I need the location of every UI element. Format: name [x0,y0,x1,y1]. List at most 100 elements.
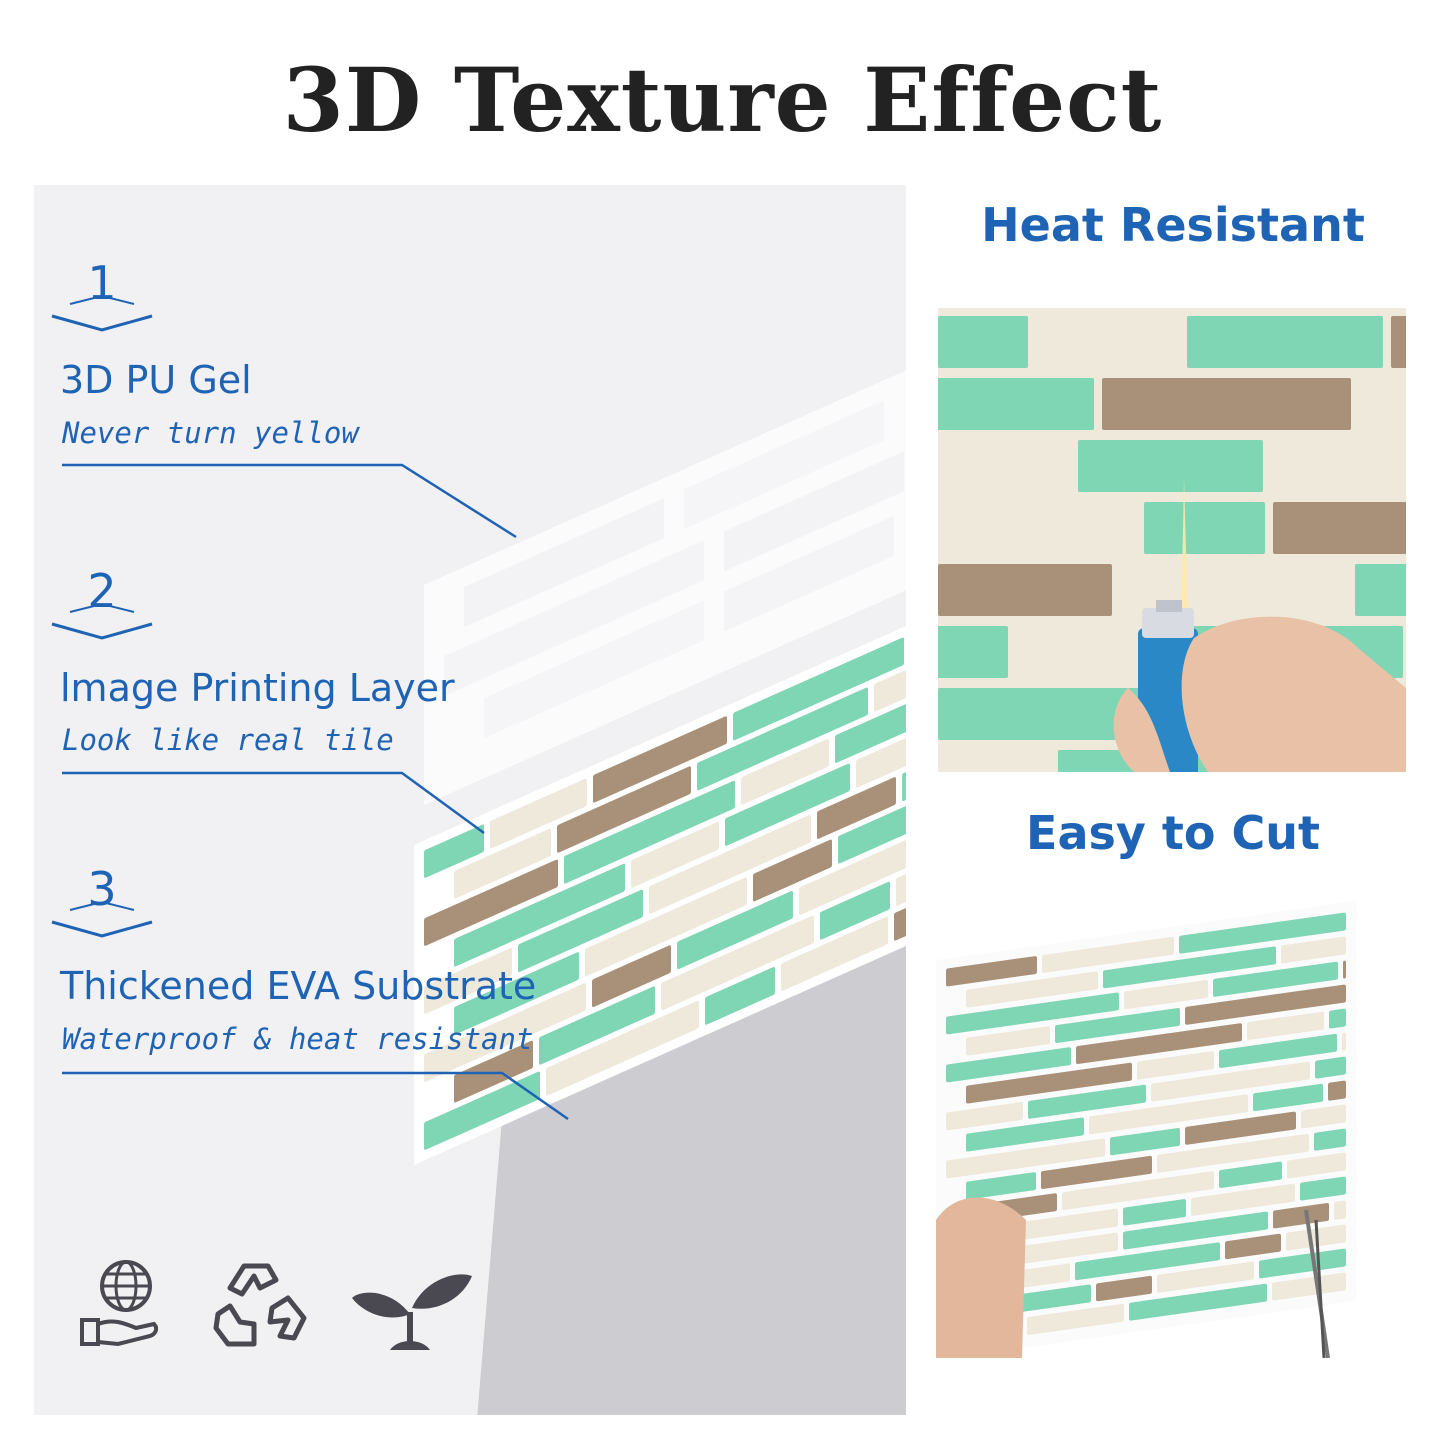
tile [1137,1051,1214,1080]
tile [946,1102,1023,1131]
tile [1329,1008,1346,1029]
tile [946,992,1119,1035]
step-marker-3: 3 [50,862,154,938]
tile [820,881,890,940]
tile [966,1026,1050,1056]
tile [592,945,671,1008]
tile [631,821,719,888]
tile [1219,1033,1337,1068]
tile [1123,1211,1268,1250]
tile [1247,1011,1324,1041]
tile [1027,1303,1124,1335]
tile [557,766,691,853]
step-marker-1: 1 [50,256,154,332]
tile [1014,1232,1118,1265]
tile [938,378,1094,430]
pointer-line-3 [62,1071,569,1121]
hand-icon [1181,616,1406,772]
tile [733,637,904,741]
heat-resistant-heading: Heat Resistant [981,198,1365,252]
tile [1191,1183,1295,1216]
tile [1287,1152,1346,1179]
tile [697,687,868,791]
layer-1-name: 3D PU Gel [60,358,252,402]
tile [593,716,727,803]
tile [1334,1200,1346,1220]
tile [1185,1111,1296,1145]
tile [1355,564,1406,616]
tile [1028,1084,1146,1119]
layer-3-name: Thickened EVA Substrate [60,964,537,1008]
tile [799,832,906,915]
tile [856,730,906,788]
tile [1078,440,1263,492]
tile [564,780,735,884]
tile [966,1117,1084,1152]
easy-to-cut-heading: Easy to Cut [1026,806,1320,860]
tile [1089,1094,1248,1135]
tile [1343,960,1346,979]
tile [539,986,655,1065]
tile [817,777,896,839]
tile [1041,1155,1152,1189]
holding-hand-icon [936,1197,1026,1358]
tile [1315,1056,1346,1079]
tile [424,1071,540,1150]
tile [424,859,558,946]
layer-1-desc: Never turn yellow [62,416,359,450]
tile [1314,1128,1346,1151]
tile [896,866,906,906]
tile [1110,1127,1180,1156]
tile [1253,1083,1323,1112]
tile [1096,1275,1152,1302]
tile [1301,1104,1346,1129]
tile [938,316,1028,368]
tile [518,889,643,972]
layer-diagram-panel [34,185,906,1415]
tile [938,502,1136,554]
tile [741,738,829,805]
tile [966,1062,1132,1104]
tile [1273,502,1406,554]
tile [1391,316,1406,368]
recycle-icon [213,1263,307,1347]
tile [946,1138,1105,1179]
tile [454,1040,533,1103]
tile [1042,936,1174,973]
step-marker-2: 2 [50,564,154,640]
tile [1225,1233,1281,1260]
tile [677,890,793,970]
layer-3-desc: Waterproof & heat resistant [62,1022,534,1056]
tile [1055,1007,1180,1044]
tile [424,983,586,1082]
tile [424,824,484,878]
tile [1129,1283,1267,1321]
tile [938,688,1154,740]
tile [1123,1199,1186,1226]
tile [946,956,1037,987]
tile [938,750,1050,772]
tile [1271,440,1406,492]
tile [1185,984,1346,1025]
scissors-icon [1304,1209,1330,1358]
tile [424,948,512,1014]
tile [725,763,850,846]
tile [938,564,1112,616]
pointer-line-2 [62,771,485,835]
tile [838,798,906,864]
tile [1179,912,1346,954]
layer-2-name: lmage Printing Layer [60,666,455,710]
tile [966,971,1098,1008]
tile [1272,1272,1346,1301]
heat-resistant-photo [938,308,1406,772]
tile [1102,378,1351,430]
tile [874,662,906,712]
tile [1281,936,1346,964]
tile [585,877,747,977]
tile [454,828,551,899]
tile [1219,1161,1282,1188]
tile [1151,1061,1310,1102]
tile [1187,316,1383,368]
tile [1259,1248,1346,1279]
tile [946,1047,1071,1083]
